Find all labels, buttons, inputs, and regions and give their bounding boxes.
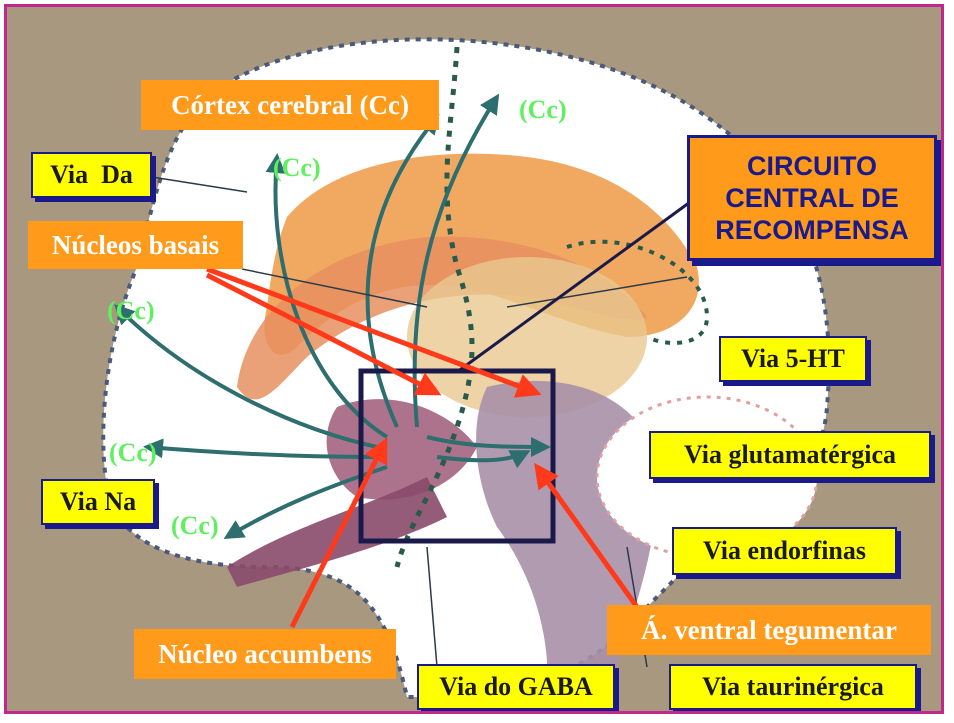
image-frame: Córtex cerebral (Cc) Via Da Núcleos basa… — [4, 4, 944, 714]
label-via-endorfinas: Via endorfinas — [672, 527, 897, 575]
cortex-marker: (Cc) — [109, 438, 157, 467]
label-nucleos-basais: Núcleos basais — [28, 221, 243, 269]
brain-illustration — [101, 37, 831, 699]
label-via-da: Via Da — [31, 152, 152, 198]
label-area-ventral-tegumentar: Á. ventral tegumentar — [607, 605, 931, 655]
circuit-pointer — [456, 195, 698, 374]
cortex-marker: (Cc) — [171, 511, 219, 540]
pointer-arrows — [205, 266, 640, 629]
cortex-marker: (Cc) — [519, 95, 567, 124]
dashed-divider — [394, 46, 475, 568]
label-via-taurinergica: Via taurinérgica — [669, 664, 917, 710]
cortex-marker: (Cc) — [273, 153, 321, 182]
label-via-na: Via Na — [41, 479, 155, 525]
label-via-glutamatergica: Via glutamatérgica — [649, 431, 931, 479]
cortex-marker: (Cc) — [107, 296, 155, 325]
label-circuito-central: CIRCUITO CENTRAL DE RECOMPENSA — [687, 135, 937, 261]
label-cortex-cerebral: Córtex cerebral (Cc) — [141, 80, 439, 130]
label-via-5ht: Via 5-HT — [719, 336, 867, 382]
label-nucleo-accumbens: Núcleo accumbens — [134, 629, 396, 679]
dashed-loop — [566, 239, 710, 345]
label-via-gaba: Via do GABA — [417, 664, 615, 710]
